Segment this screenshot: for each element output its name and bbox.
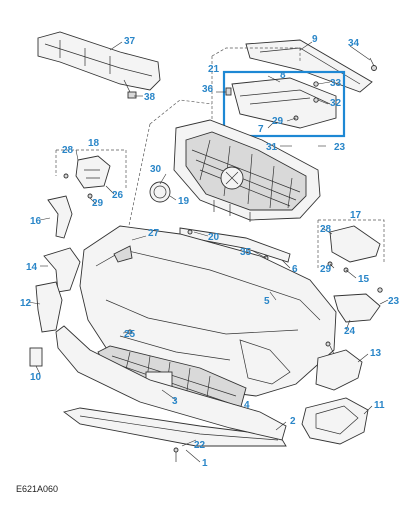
front-grille <box>173 119 321 222</box>
callout-31: 31 <box>266 142 278 153</box>
callout-29-left: 29 <box>92 198 104 209</box>
grille-frame-outline <box>125 99 213 241</box>
part-37-energy-absorber <box>37 31 161 99</box>
callout-22: 22 <box>194 440 206 451</box>
part-22-fastener <box>173 447 179 462</box>
part-12-side-guide <box>35 281 63 333</box>
callout-27: 27 <box>148 228 160 239</box>
reference-code: E621A060 <box>16 484 58 494</box>
part-17-bracket-assembly <box>317 219 385 273</box>
part-16-side-bracket <box>47 195 73 239</box>
callout-24: 24 <box>344 326 356 337</box>
callout-23-right: 23 <box>388 296 400 307</box>
callout-labels: 37 38 9 34 21 8 33 36 32 29 7 31 23 18 2… <box>20 34 400 469</box>
callout-8: 8 <box>280 70 286 81</box>
callout-10: 10 <box>30 372 42 383</box>
callout-26: 26 <box>112 190 124 201</box>
part-18-bracket-assembly <box>55 149 127 199</box>
callout-29-top: 29 <box>272 116 284 127</box>
callout-2: 2 <box>290 416 296 427</box>
callout-23-top: 23 <box>334 142 346 153</box>
callout-11: 11 <box>374 400 385 411</box>
callout-18: 18 <box>88 138 100 149</box>
highlighted-air-deflector-assembly <box>222 70 346 138</box>
highlight-box <box>222 70 346 138</box>
callout-33: 33 <box>330 78 342 89</box>
callout-28-right: 28 <box>320 224 332 235</box>
part-14-side-guide <box>43 247 81 293</box>
callout-16: 16 <box>30 216 42 227</box>
part-1-lower-lip <box>62 407 287 447</box>
part-36-clip <box>225 87 232 96</box>
callout-4: 4 <box>244 400 250 411</box>
part-13-fog-bezel <box>315 349 363 391</box>
part-24-bracket <box>325 341 335 355</box>
callout-30: 30 <box>150 164 162 175</box>
part-23-bracket-right <box>333 287 383 323</box>
callout-15: 15 <box>358 274 370 285</box>
callout-32: 32 <box>330 98 342 109</box>
callout-21: 21 <box>208 64 220 75</box>
callout-19: 19 <box>178 196 190 207</box>
callout-5: 5 <box>264 296 270 307</box>
callout-37: 37 <box>124 36 136 47</box>
callout-17: 17 <box>350 210 362 221</box>
part-11-fog-lamp-surround <box>301 397 369 445</box>
callout-6: 6 <box>292 264 298 275</box>
part-10-clip <box>29 347 43 367</box>
callout-35: 35 <box>240 247 252 258</box>
callout-36: 36 <box>202 84 214 95</box>
part-34-fastener <box>369 57 377 71</box>
callout-14: 14 <box>26 262 38 273</box>
callout-3: 3 <box>172 396 178 407</box>
callout-38: 38 <box>144 92 156 103</box>
callout-28-left: 28 <box>62 145 74 156</box>
leader-lines <box>27 41 389 463</box>
callout-13: 13 <box>370 348 382 359</box>
callout-1: 1 <box>202 458 208 469</box>
callout-34: 34 <box>348 38 360 49</box>
callout-7: 7 <box>258 124 264 135</box>
part-2-lower-valance <box>55 325 287 441</box>
callout-29-right: 29 <box>320 264 332 275</box>
callout-25: 25 <box>124 329 136 340</box>
part-19-emblem <box>149 181 171 203</box>
callout-9: 9 <box>312 34 318 45</box>
callout-20: 20 <box>208 232 220 243</box>
callout-12: 12 <box>20 298 32 309</box>
